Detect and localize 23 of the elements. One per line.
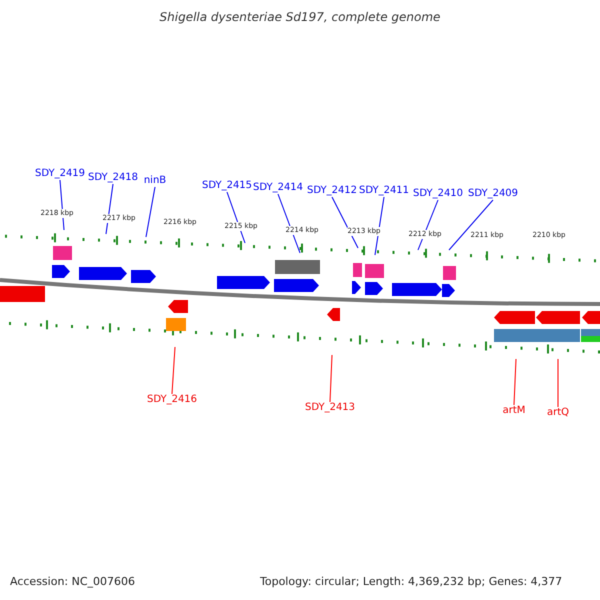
gene-label: SDY_2419 [34,168,86,180]
leader-line [330,354,332,402]
leader-line [332,196,358,248]
gene-label: SDY_2418 [88,172,138,184]
gene-label: artQ [546,407,570,419]
gene-label: SDY_2410 [412,188,464,200]
footer-text: Topology: circular; Length: 4,369,232 bp; Genes: 4,377 [260,576,562,588]
diagram-title: Shigella dysenteriae Sd197, complete genome [158,11,442,23]
leader-line [374,196,384,256]
footer-text: Accession: NC_007606 [10,576,136,588]
leader-line [514,358,516,406]
leader-line [172,346,176,394]
gene-label: SDY_2414 [252,182,304,194]
gene-label: SDY_2412 [306,185,358,197]
gene-label: SDY_2413 [304,402,356,414]
gene-label: SDY_2411 [358,185,410,197]
leader-line [146,186,156,238]
gene-label: artM [502,405,526,417]
gene-label: SDY_2416 [146,394,198,406]
gene-label: ninB [144,175,166,187]
gene-label: SDY_2409 [468,188,518,200]
gene-label: SDY_2415 [202,180,252,192]
leader-line [448,200,494,250]
